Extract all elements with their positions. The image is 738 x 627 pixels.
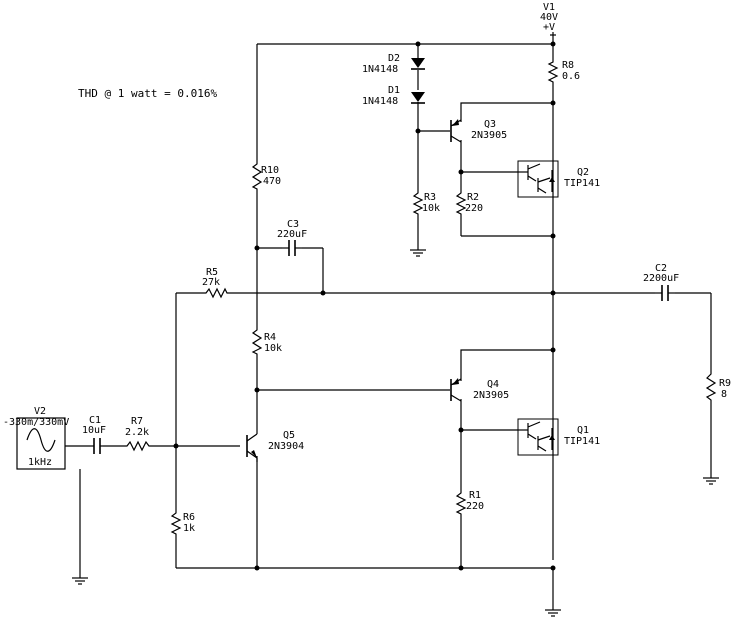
ground-v2 [72,577,88,585]
r1-ref: R1 [469,490,481,501]
ground-r3 [410,249,426,257]
v2-signal-source [16,417,66,470]
r5-value: 27k [202,277,220,288]
r10-value: 470 [263,176,281,187]
r2-value: 220 [465,203,483,214]
v2-ref: V2 [34,406,46,417]
r3-value: 10k [422,203,440,214]
c2-capacitor [655,285,675,301]
q4-pnp-transistor [450,378,462,402]
r2-ref: R2 [467,192,479,203]
junctions [173,41,556,571]
r3-ref: R3 [424,192,436,203]
r5-resistor [203,287,229,299]
v1-value: 40V [540,12,558,23]
r7-value: 2.2k [125,427,149,438]
d2-ref: D2 [388,53,400,64]
d1-diode [411,92,425,104]
q2-ref: Q2 [577,167,589,178]
c2-value: 2200uF [643,273,679,284]
r6-ref: R6 [183,512,195,523]
r10-resistor [251,160,263,192]
r9-resistor [705,370,717,402]
q4-value: 2N3905 [473,390,509,401]
c3-value: 220uF [277,229,307,240]
q3-value: 2N3905 [471,130,507,141]
r8-value: 0.6 [562,71,580,82]
q3-ref: Q3 [484,119,496,130]
q2-value: TIP141 [564,178,600,189]
q3-pnp-transistor [450,119,462,143]
ground-r9 [703,477,719,485]
c3-capacitor [282,240,302,256]
q4-ref: Q4 [487,379,499,390]
q2-darlington [517,160,559,198]
q5-npn-transistor [246,430,258,462]
c2-ref: C2 [655,263,667,274]
c1-capacitor [90,438,103,454]
ground-main [545,609,561,617]
d1-ref: D1 [388,85,400,96]
v1-ref: V1 [543,2,555,13]
r9-ref: R9 [719,378,731,389]
r5-ref: R5 [206,267,218,278]
v2-value: -330m/330mV [3,417,69,428]
r6-value: 1k [183,523,195,534]
r4-resistor [251,326,263,356]
q5-ref: Q5 [283,430,295,441]
r8-ref: R8 [562,60,574,71]
r7-resistor [124,440,152,452]
d1-value: 1N4148 [362,96,398,107]
v1-supply-terminal [550,32,556,38]
d2-value: 1N4148 [362,64,398,75]
r8-resistor [547,58,559,86]
v1-pin: +V [543,22,555,33]
q5-value: 2N3904 [268,441,304,452]
c1-value: 10uF [82,425,106,436]
c3-ref: C3 [287,219,299,230]
r2-resistor [455,190,467,216]
r6-resistor [170,510,182,536]
q1-ref: Q1 [577,425,589,436]
r10-ref: R10 [261,165,279,176]
r1-resistor [455,490,467,516]
r4-value: 10k [264,343,282,354]
r4-ref: R4 [264,332,276,343]
wires [65,38,712,610]
c1-ref: C1 [89,415,101,426]
q1-value: TIP141 [564,436,600,447]
v2-frequency: 1kHz [28,457,52,468]
r1-value: 220 [466,501,484,512]
r9-value: 8 [721,389,727,400]
q1-darlington [517,418,559,456]
d2-diode [411,58,425,70]
thd-annotation: THD @ 1 watt = 0.016% [78,87,217,100]
r7-ref: R7 [131,416,143,427]
r3-resistor [412,190,424,216]
